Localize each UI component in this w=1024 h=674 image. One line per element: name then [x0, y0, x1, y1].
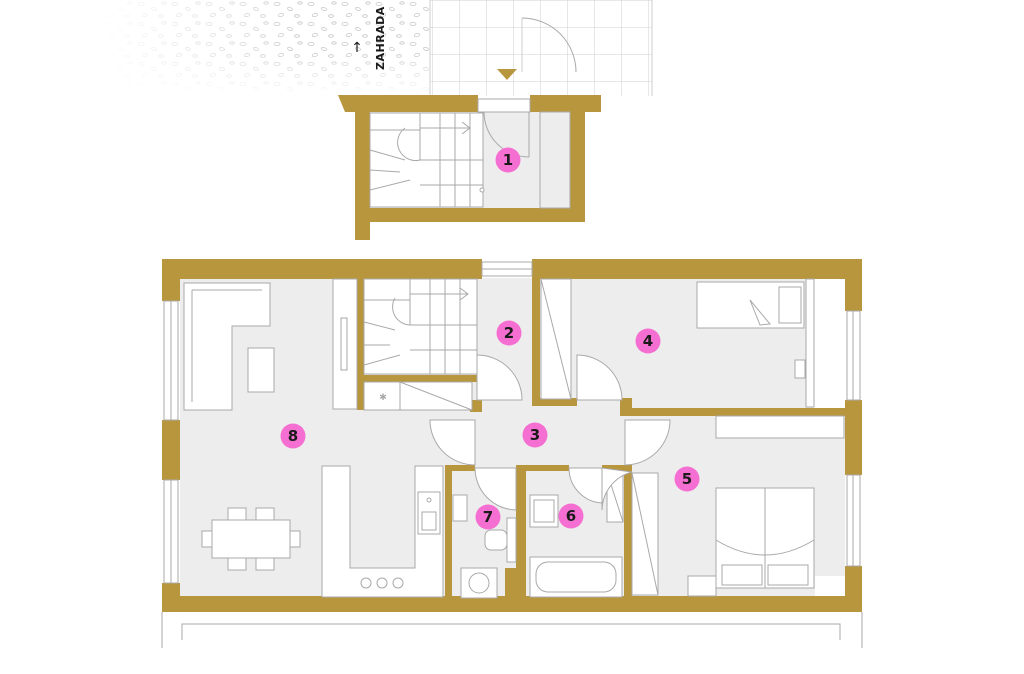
windows — [163, 261, 861, 584]
svg-text:4: 4 — [643, 332, 653, 350]
staircase-main: ✱ — [363, 278, 478, 411]
room-4-furniture — [540, 278, 815, 408]
coffee-table — [247, 347, 275, 393]
room-badge-1[interactable]: 1 — [495, 147, 521, 173]
chair — [794, 359, 806, 379]
entrance-arrow-icon — [497, 69, 517, 80]
svg-text:7: 7 — [483, 508, 493, 526]
room-5-furniture — [631, 415, 845, 597]
walls — [162, 259, 862, 612]
storage-cabinet — [363, 381, 473, 411]
bathroom-fixtures — [529, 471, 624, 598]
main-floor: ✱ — [161, 259, 863, 648]
living-room-furniture — [183, 278, 444, 598]
kitchen — [321, 465, 444, 598]
toilet-icon — [484, 529, 508, 551]
bathtub — [529, 556, 623, 598]
svg-text:2: 2 — [504, 324, 514, 342]
exterior: ↑ ZAHRADA — [100, 0, 653, 96]
room-badge-3[interactable]: 3 — [522, 422, 548, 448]
toilet-fixtures — [452, 494, 517, 599]
svg-text:8: 8 — [288, 427, 298, 445]
room-badges: 1 2 3 4 5 6 7 8 — [280, 147, 700, 530]
svg-text:✱: ✱ — [379, 393, 387, 403]
svg-text:1: 1 — [503, 151, 513, 169]
doors — [429, 354, 671, 511]
cooktop-icon — [360, 577, 404, 589]
room-badge-8[interactable]: 8 — [280, 423, 306, 449]
room-badge-4[interactable]: 4 — [635, 328, 661, 354]
dining-set — [201, 507, 301, 571]
staircase-annex — [369, 112, 485, 208]
desk — [805, 278, 815, 408]
garden-arrow-icon: ↑ — [351, 40, 363, 56]
svg-text:5: 5 — [682, 470, 692, 488]
annex — [338, 95, 601, 240]
terrace-outline — [161, 612, 863, 648]
room-badge-7[interactable]: 7 — [475, 504, 501, 530]
room-badge-2[interactable]: 2 — [496, 320, 522, 346]
sink-icon — [417, 491, 441, 535]
garden-label: ZAHRADA — [374, 6, 387, 70]
terrace-tiles — [430, 0, 652, 96]
room-badge-5[interactable]: 5 — [674, 466, 700, 492]
svg-text:6: 6 — [566, 507, 576, 525]
single-bed — [696, 281, 805, 329]
svg-text:3: 3 — [530, 426, 540, 444]
room-badge-6[interactable]: 6 — [558, 503, 584, 529]
sofa — [183, 282, 271, 411]
